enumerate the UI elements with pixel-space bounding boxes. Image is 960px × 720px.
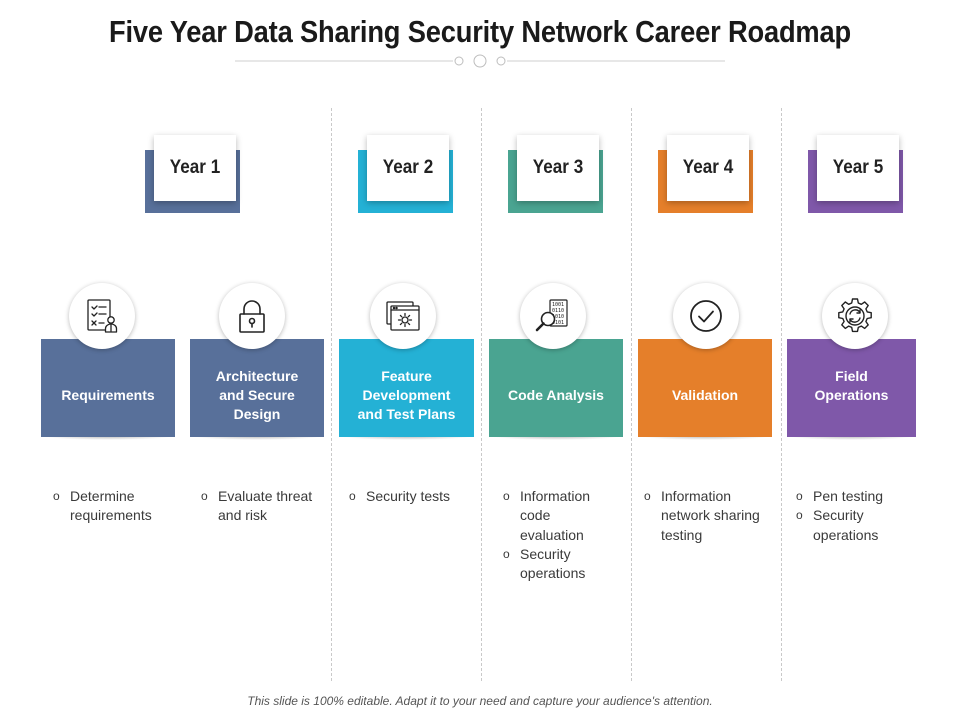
stage-label: Feature Development and Test Plans — [357, 367, 456, 422]
bullet-list-validation: Information network sharing testing — [641, 487, 766, 545]
year-tab-3: Year 3 — [508, 135, 603, 213]
stage-code-analysis: Code Analysis — [489, 339, 623, 437]
page-title: Five Year Data Sharing Security Network … — [108, 14, 852, 49]
stage-requirements: Requirements — [41, 339, 175, 437]
year-tab-1: Year 1 — [145, 135, 240, 213]
column-separator — [781, 108, 782, 681]
column-separator — [481, 108, 482, 681]
year-label: Year 5 — [832, 157, 884, 178]
list-item: Information code evaluation — [500, 487, 610, 545]
footer-note: This slide is 100% editable. Adapt it to… — [247, 694, 713, 708]
year-tab-2: Year 2 — [358, 135, 453, 213]
title-divider — [235, 54, 725, 68]
year-card: Year 3 — [517, 135, 599, 201]
stage-architecture: Architecture and Secure Design — [190, 339, 324, 437]
year-label: Year 4 — [682, 157, 734, 178]
year-tab-5: Year 5 — [808, 135, 903, 213]
year-tab-4: Year 4 — [658, 135, 753, 213]
year-card: Year 5 — [817, 135, 899, 201]
bullet-list-field-operations: Pen testing Security operations — [793, 487, 918, 545]
stage-feature-development: Feature Development and Test Plans — [339, 339, 474, 437]
year-card: Year 1 — [154, 135, 236, 201]
list-item: Security operations — [793, 506, 918, 545]
svg-text:1001: 1001 — [552, 302, 564, 308]
check-circle-icon — [673, 283, 739, 349]
stage-label: Code Analysis — [508, 386, 604, 403]
bullet-list-requirements: Determine requirements — [50, 487, 175, 526]
stage-field-operations: Field Operations — [787, 339, 916, 437]
list-item: Pen testing — [793, 487, 918, 507]
stage-validation: Validation — [638, 339, 772, 437]
stage-label: Requirements — [61, 386, 155, 403]
list-item: Information network sharing testing — [641, 487, 766, 545]
stage-label: Field Operations — [814, 368, 889, 403]
binary-magnifier-icon: 1001 0110 1010 0101 — [520, 283, 586, 349]
bullet-list-feature-development: Security tests — [346, 487, 476, 507]
svg-text:0110: 0110 — [552, 308, 564, 314]
stage-label: Validation — [671, 386, 739, 403]
list-item: Security tests — [346, 487, 476, 507]
year-card: Year 4 — [667, 135, 749, 201]
stage-label: Architecture and Secure Design — [215, 367, 299, 422]
list-item: Evaluate threat and risk — [198, 487, 326, 526]
padlock-icon — [219, 283, 285, 349]
year-label: Year 1 — [169, 157, 221, 178]
gear-cycle-icon — [822, 283, 888, 349]
svg-text:0101: 0101 — [552, 320, 564, 326]
browser-gear-icon — [370, 283, 436, 349]
column-separator — [631, 108, 632, 681]
bullet-list-code-analysis: Information code evaluation Security ope… — [500, 487, 610, 583]
year-label: Year 2 — [382, 157, 434, 178]
list-item: Determine requirements — [50, 487, 175, 526]
svg-text:1010: 1010 — [552, 314, 564, 320]
year-card: Year 2 — [367, 135, 449, 201]
column-separator — [331, 108, 332, 681]
year-label: Year 3 — [532, 157, 584, 178]
bullet-list-architecture: Evaluate threat and risk — [198, 487, 326, 526]
checklist-person-icon — [69, 283, 135, 349]
list-item: Security operations — [500, 545, 610, 584]
